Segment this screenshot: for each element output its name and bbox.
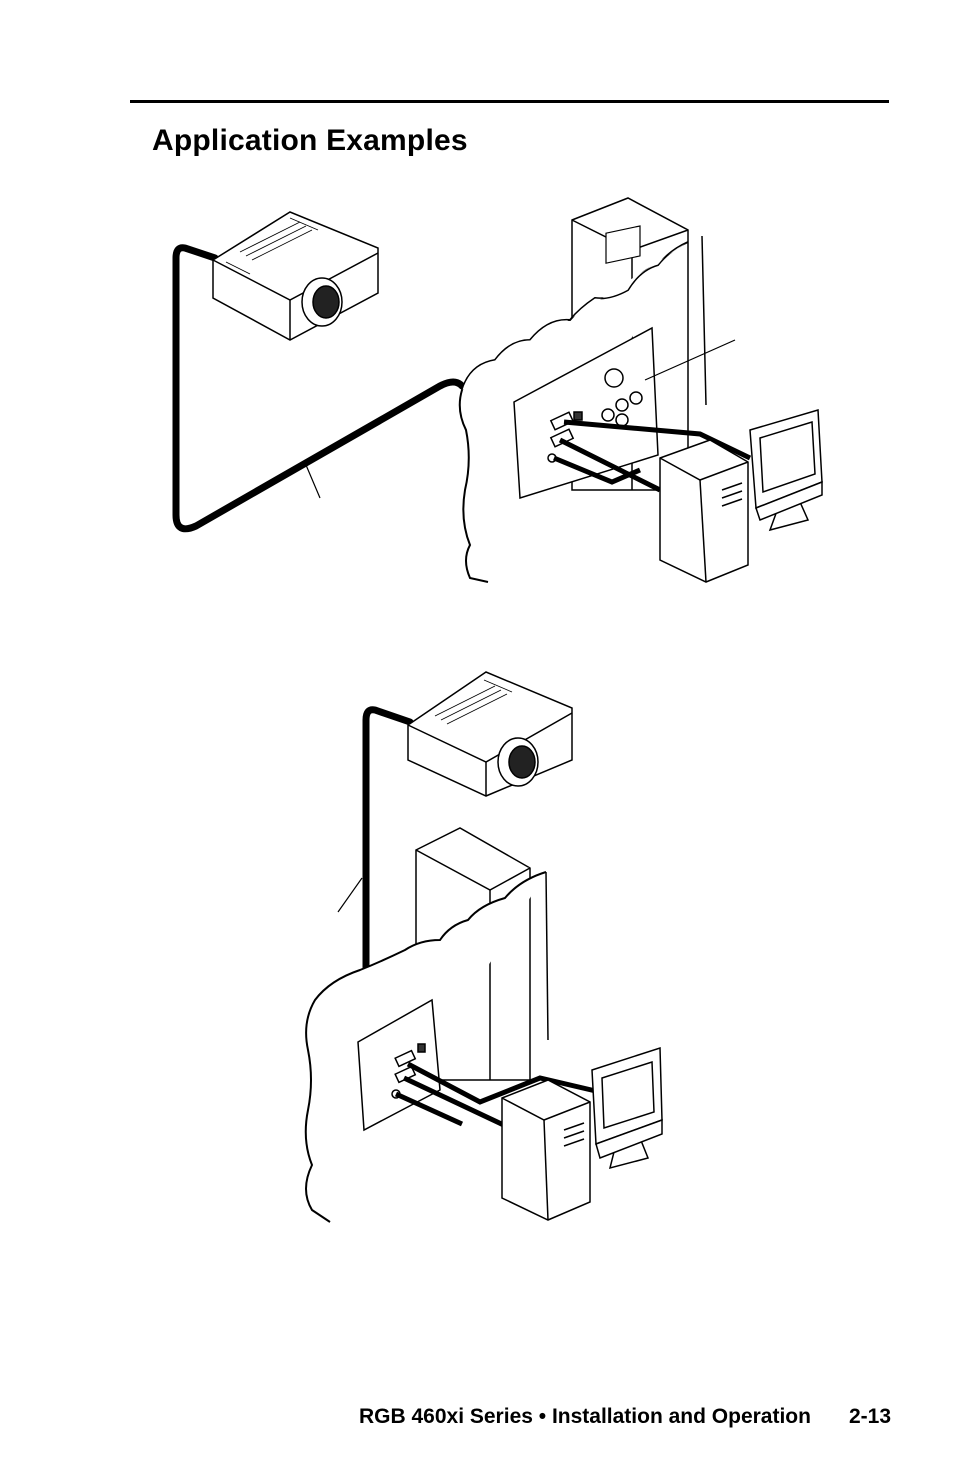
audio-cable (394, 1091, 464, 1127)
computer-tower-icon (659, 439, 749, 583)
computer-cable (406, 1061, 601, 1105)
monitor-icon (591, 1046, 663, 1170)
projector-icon (407, 671, 573, 797)
computer-tower-icon (501, 1079, 591, 1221)
cable-callout-line (337, 877, 363, 913)
wallplate-callout-line (644, 339, 736, 381)
wallplate-icon (513, 225, 659, 500)
footer-title: RGB 460xi Series • Installation and Oper… (358, 1405, 811, 1428)
page-footer: RGB 460xi Series • Installation and Oper… (0, 1405, 891, 1429)
cable-callout-line (305, 464, 321, 499)
monitor-cable (402, 1075, 512, 1131)
page-number: 2-13 (848, 1405, 891, 1428)
projector-cable (362, 706, 414, 974)
projector-cable (172, 244, 466, 533)
monitor-cable (558, 437, 662, 493)
application-figure-1 (172, 197, 823, 583)
monitor-icon (749, 409, 823, 532)
application-figure-2 (304, 671, 663, 1223)
computer-cable (563, 419, 752, 461)
audio-cable (553, 455, 641, 485)
section-title: Application Examples (152, 124, 468, 157)
projector-icon (212, 211, 379, 341)
wallplate-icon (357, 998, 441, 1132)
header-rule (130, 100, 889, 103)
